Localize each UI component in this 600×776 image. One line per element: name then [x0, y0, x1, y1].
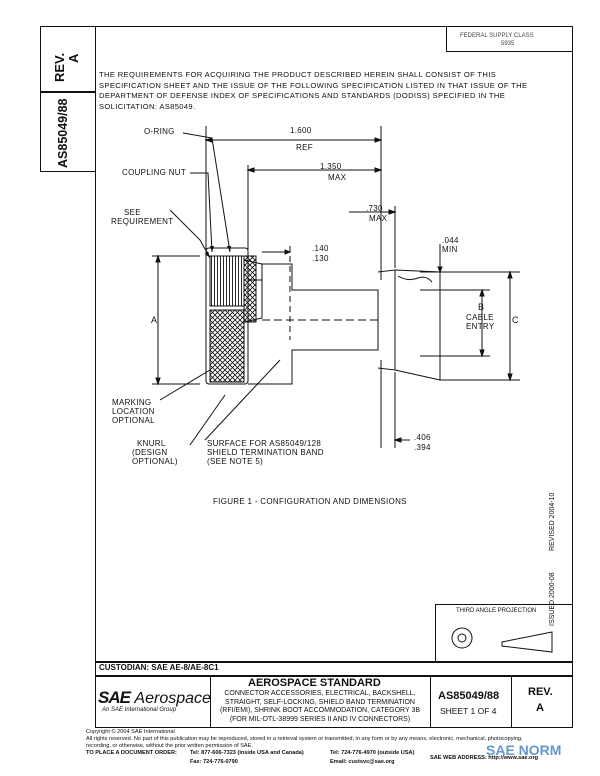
- dim-730-max: MAX: [369, 214, 388, 223]
- footer-rights-1: All rights reserved. No part of this pub…: [86, 736, 523, 742]
- rev-side-value-text: A: [66, 53, 81, 63]
- dim-1600-value: 1.600: [290, 126, 312, 135]
- marking-2: LOCATION: [112, 407, 155, 416]
- rev-side-value: A: [66, 54, 81, 63]
- body-outline: [248, 263, 379, 385]
- dim-1350-max: MAX: [328, 173, 347, 182]
- dim-c-label: C: [512, 315, 519, 325]
- title-doc-number: AS85049/88: [438, 690, 500, 702]
- figure-caption: FIGURE 1 - CONFIGURATION AND DIMENSIONS: [213, 497, 407, 506]
- dim-a-label: A: [151, 315, 158, 325]
- title-heading: AEROSPACE STANDARD: [248, 677, 381, 689]
- dim-044-value: .044: [442, 236, 459, 245]
- title-divider-3: [511, 676, 512, 728]
- footer-tel-intl: Tel: 724-776-4970 (outside USA): [330, 750, 415, 756]
- title-sheet: SHEET 1 OF 4: [440, 706, 497, 716]
- surface-3: (SEE NOTE 5): [207, 457, 264, 466]
- sae-logo-sub: An SAE International Group: [102, 707, 177, 713]
- title-description: CONNECTOR ACCESSORIES, ELECTRICAL, BACKS…: [210, 690, 430, 724]
- leader-see-req: [169, 209, 211, 259]
- federal-supply-box: [446, 26, 573, 52]
- knurl-band: [209, 309, 245, 383]
- rev-side-label: REV.: [52, 45, 67, 82]
- main-frame: [95, 26, 573, 662]
- third-angle-label: THIRD ANGLE PROJECTION: [456, 608, 537, 614]
- label-coupling-nut: COUPLING NUT: [122, 168, 187, 177]
- requirements-line: DEPARTMENT OF DEFENSE INDEX OF SPECIFICA…: [99, 91, 506, 100]
- sae-logo-mark: SAE: [98, 688, 131, 707]
- requirements-text: THE REQUIREMENTS FOR ACQUIRING THE PRODU…: [99, 70, 549, 112]
- title-rev-label: REV.: [528, 686, 553, 698]
- leader-o-ring: [182, 132, 231, 253]
- dim-1350-value: 1.350: [320, 162, 342, 171]
- leader-knurl: [189, 394, 226, 446]
- ridges-band: [209, 255, 245, 307]
- watermark-logo: SAE NORM: [486, 742, 561, 758]
- dim-140-value: .140: [312, 244, 329, 253]
- footer-copyright: Copyright © 2004 SAE International: [86, 729, 175, 735]
- label-see-1: SEE: [124, 208, 141, 217]
- title-divider-1: [210, 676, 211, 728]
- federal-supply-line2: 5935: [501, 41, 515, 47]
- rev-side-text: REV.: [52, 52, 67, 82]
- knurl-2: (DESIGN: [132, 448, 168, 457]
- footer-web: SAE WEB ADDRESS: http://www.sae.org: [430, 755, 539, 761]
- footer-tel-us: Tel: 877-606-7323 (inside USA and Canada…: [190, 750, 304, 756]
- footer-rights-2: recording, or otherwise, without the pri…: [86, 743, 253, 749]
- surface-1: SURFACE FOR AS85049/128: [207, 439, 322, 448]
- footer-fax: Fax: 724-776-0790: [190, 759, 238, 765]
- revised-date: REVISED 2004-10: [549, 492, 556, 551]
- watermark-text: SAE NORM: [486, 742, 562, 758]
- label-see-2: REQUIREMENT: [111, 217, 174, 226]
- knurl-3: OPTIONAL): [132, 457, 178, 466]
- leader-marking: [159, 369, 211, 401]
- sae-logo: SAE Aerospace: [98, 688, 211, 708]
- requirements-line: SPECIFICATION SHEET AND THE ISSUE OF THE…: [99, 80, 528, 90]
- federal-supply-line1: FEDERAL SUPPLY CLASS: [460, 33, 534, 39]
- dim-394-value: .394: [414, 443, 431, 452]
- footer-email: Email: custsvc@sae.org: [330, 759, 395, 765]
- leader-surface: [204, 359, 281, 441]
- title-description-line: (RFI/EMI), SHRINK BOOT ACCOMMODATION, CA…: [219, 707, 421, 714]
- title-description-line: STRAIGHT, SELF-LOCKING, SHIELD BAND TERM…: [225, 698, 415, 706]
- third-angle-symbol: [451, 627, 553, 653]
- cable-entry-1: CABLE: [466, 313, 494, 322]
- configuration-drawing: [152, 126, 520, 448]
- cable-entry-2: ENTRY: [466, 322, 495, 331]
- dim-b-label: B: [478, 302, 485, 312]
- band-section: [394, 269, 441, 381]
- label-o-ring: O-RING: [144, 127, 175, 136]
- dim-730-value: .730: [366, 204, 383, 213]
- title-description-line: (FOR MIL-DTL-38999 SERIES II AND IV CONN…: [229, 715, 411, 723]
- title-description-line: CONNECTOR ACCESSORIES, ELECTRICAL, BACKS…: [224, 690, 416, 697]
- leader-coupling-nut: [190, 172, 213, 253]
- dim-1600-ref: REF: [296, 143, 313, 152]
- custodian-text: CUSTODIAN: SAE AE-8/AE-8C1: [99, 663, 219, 672]
- title-rev-value: A: [536, 702, 544, 714]
- custodian-box: [95, 662, 573, 676]
- requirements-line: SOLICITATION: AS85049.: [99, 101, 196, 111]
- footer-order-label: TO PLACE A DOCUMENT ORDER:: [86, 750, 177, 756]
- title-divider-2: [430, 676, 431, 728]
- title-block: [95, 676, 573, 728]
- doc-number-side: AS85049/88: [56, 98, 70, 168]
- third-angle-box: [435, 604, 573, 662]
- dim-406-value: .406: [414, 433, 431, 442]
- knurl-1: KNURL: [137, 439, 166, 448]
- marking-3: OPTIONAL: [112, 416, 155, 425]
- requirements-line: THE REQUIREMENTS FOR ACQUIRING THE PRODU…: [99, 70, 497, 79]
- footer: Copyright © 2004 SAE International All r…: [86, 729, 586, 750]
- dim-130-value: .130: [312, 254, 329, 263]
- dim-044-min: MIN: [442, 245, 458, 254]
- sae-logo-word: Aerospace: [134, 690, 211, 707]
- marking-1: MARKING: [112, 398, 152, 407]
- surface-2: SHIELD TERMINATION BAND: [207, 448, 324, 457]
